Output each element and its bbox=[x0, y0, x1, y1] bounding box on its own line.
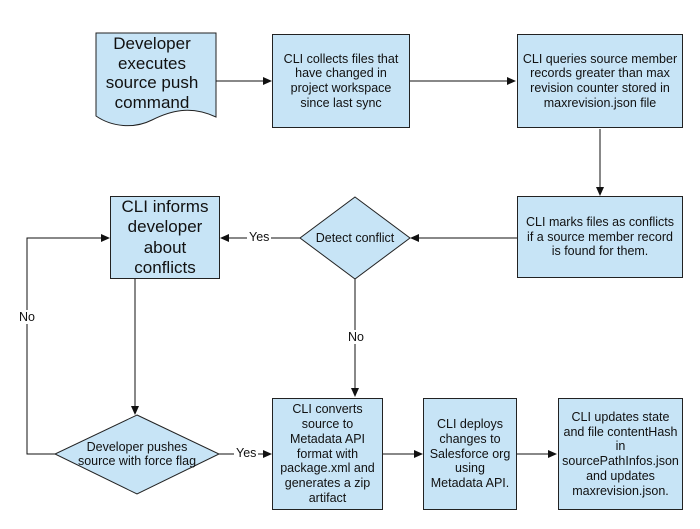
force-flag-label: Developer pushes source with force flag bbox=[77, 439, 197, 468]
arrow-force-to-inform bbox=[26, 234, 110, 455]
force-yes-label: Yes bbox=[234, 446, 259, 460]
update-state-box: CLI updates state and file contentHash i… bbox=[558, 398, 683, 510]
update-state-label: CLI updates state and file contentHash i… bbox=[562, 409, 679, 498]
detect-conflict-label: Detect conflict bbox=[315, 230, 395, 245]
convert-source-box: CLI converts source to Metadata API form… bbox=[272, 398, 383, 510]
convert-source-label: CLI converts source to Metadata API form… bbox=[280, 402, 375, 505]
inform-developer-label: CLI informs developer about conflicts bbox=[121, 197, 209, 277]
mark-conflicts-label: CLI marks files as conflicts if a source… bbox=[526, 214, 674, 259]
deploy-changes-box: CLI deploys changes to Salesforce org us… bbox=[423, 398, 517, 510]
inform-developer-box: CLI informs developer about conflicts bbox=[110, 196, 220, 279]
query-records-label: CLI queries source member records greate… bbox=[522, 51, 678, 110]
query-records-box: CLI queries source member records greate… bbox=[517, 34, 683, 128]
detect-no-label: No bbox=[346, 330, 366, 344]
start-node-label: Developer executes source push command bbox=[105, 34, 199, 113]
mark-conflicts-box: CLI marks files as conflicts if a source… bbox=[517, 196, 683, 278]
start-document-shape bbox=[95, 32, 217, 127]
detect-yes-label: Yes bbox=[247, 230, 272, 244]
force-flag-diamond bbox=[53, 414, 221, 495]
collect-files-box: CLI collects files that have changed in … bbox=[272, 34, 410, 128]
deploy-changes-label: CLI deploys changes to Salesforce org us… bbox=[429, 417, 511, 491]
force-no-label: No bbox=[17, 310, 37, 324]
collect-files-label: CLI collects files that have changed in … bbox=[283, 51, 399, 110]
